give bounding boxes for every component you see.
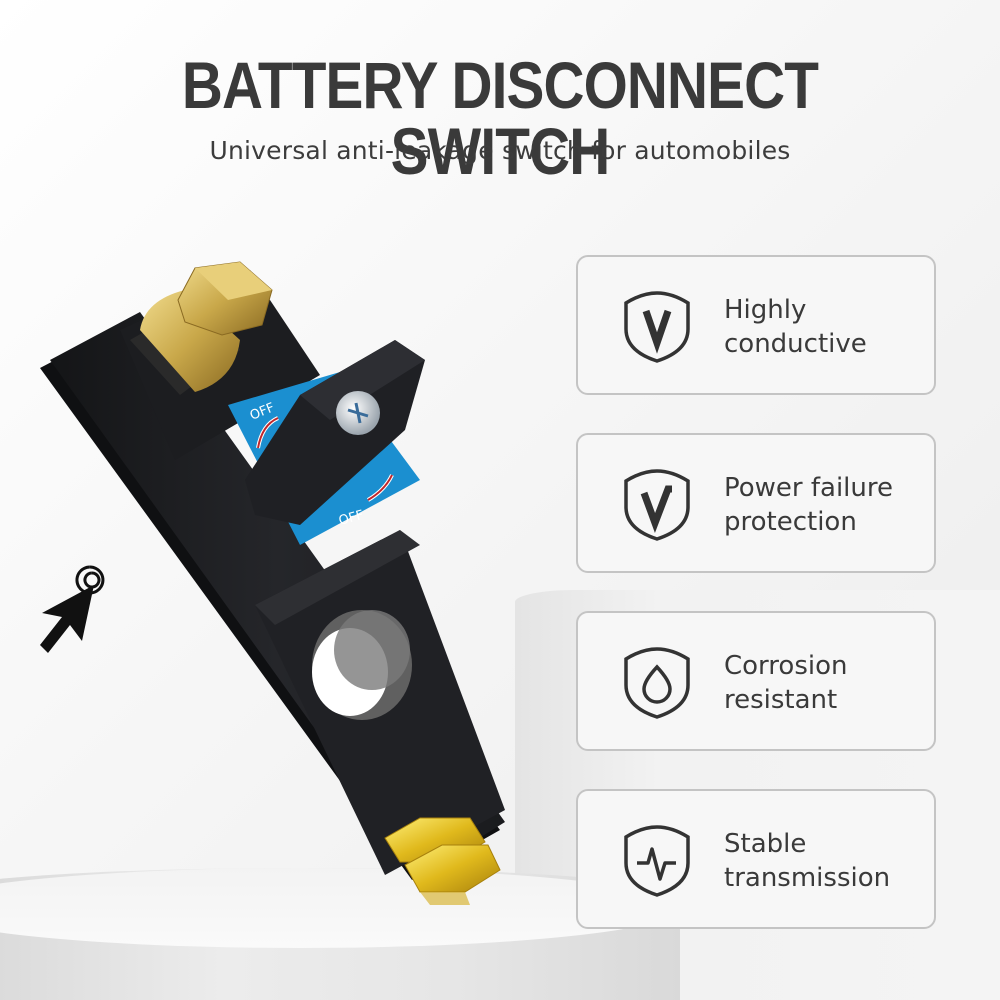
feature-title-line1: Stable <box>724 829 807 859</box>
page-subtitle: Universal anti-leakage switch for automo… <box>209 136 791 165</box>
feature-title-line1: Power failure <box>724 473 893 503</box>
cursor-click-icon <box>40 565 105 653</box>
feature-card-highly-conductive: Highly conductive <box>576 255 936 395</box>
shield-droplet-icon <box>624 647 690 719</box>
feature-card-stable-transmission: Stable transmission <box>576 789 936 929</box>
bottom-terminal <box>384 817 501 905</box>
shield-pulse-icon <box>624 825 690 897</box>
svg-text:OFF: OFF <box>337 508 365 529</box>
shield-check-icon <box>624 469 690 541</box>
shield-v-icon <box>624 291 690 363</box>
feature-card-power-failure-protection: Power failure protection <box>576 433 936 573</box>
podium-top <box>0 868 680 948</box>
feature-card-corrosion-resistant: Corrosion resistant <box>576 611 936 751</box>
page-title: BATTERY DISCONNECT SWITCH <box>181 48 819 188</box>
feature-title-line2: protection <box>724 507 857 537</box>
feature-title-line2: transmission <box>724 863 891 893</box>
feature-title-line2: resistant <box>724 685 838 715</box>
feature-title-line1: Corrosion <box>724 651 848 681</box>
feature-title-line1: Highly <box>724 295 807 325</box>
switch-knob <box>245 340 425 525</box>
feature-title-line2: conductive <box>724 329 867 359</box>
top-terminal <box>130 261 273 395</box>
